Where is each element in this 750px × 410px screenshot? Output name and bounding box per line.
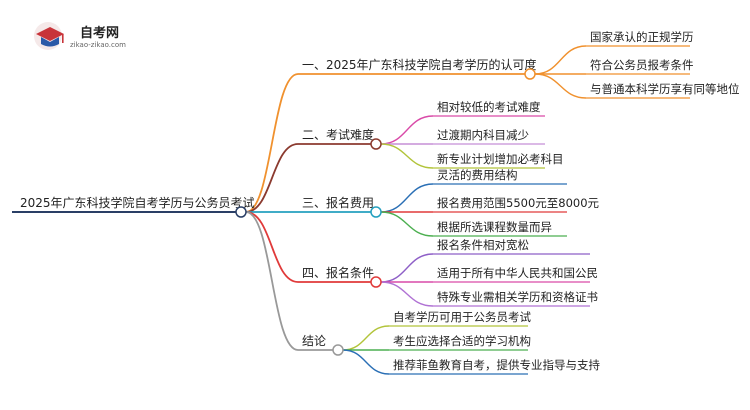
branch-1-child-2: 符合公务员报考条件 — [590, 58, 694, 72]
branch-2-child-2: 过渡期内科目减少 — [437, 128, 529, 142]
branch-2-child-3: 新专业计划增加必考科目 — [437, 152, 564, 166]
branch-2-child-1: 相对较低的考试难度 — [437, 100, 541, 114]
branch-1-collapse-handle[interactable] — [524, 68, 536, 80]
root-node-label: 2025年广东科技学院自考学历与公务员考试 — [20, 195, 255, 210]
branch-5-collapse-handle[interactable] — [332, 344, 344, 356]
branch-4-collapse-handle[interactable] — [370, 276, 382, 288]
connector-line — [380, 281, 434, 307]
branch-3-collapse-handle[interactable] — [370, 206, 382, 218]
connector-line — [380, 253, 434, 283]
branch-1-child-3: 与普通本科学历享有同等地位 — [590, 82, 740, 96]
branch-1-label: 一、2025年广东科技学院自考学历的认可度 — [302, 57, 537, 72]
node-labels: 2025年广东科技学院自考学历与公务员考试 一、2025年广东科技学院自考学历的认… — [20, 30, 740, 372]
connector-line — [245, 73, 299, 213]
branch-3-child-1: 灵活的费用结构 — [437, 168, 518, 182]
connector-line — [380, 211, 434, 237]
connector-line — [380, 115, 434, 145]
branch-3-label: 三、报名费用 — [302, 195, 374, 210]
connector-line — [380, 143, 434, 169]
branch-2-collapse-handle[interactable] — [370, 138, 382, 150]
branch-5-child-1: 自考学历可用于公务员考试 — [393, 310, 531, 324]
branch-3-child-3: 根据所选课程数量而异 — [437, 220, 552, 234]
logo: 自考网 zikao-zikao.com — [34, 22, 126, 50]
branch-5-child-2: 考生应选择合适的学习机构 — [393, 334, 531, 348]
branch-3-child-2: 报名费用范围5500元至8000元 — [437, 196, 600, 210]
connectors — [12, 45, 690, 375]
graduation-cap-icon — [34, 22, 64, 50]
connector-line — [342, 349, 390, 375]
connector-line — [245, 211, 299, 283]
connector-line — [342, 325, 390, 351]
connector-line — [245, 211, 299, 351]
connector-line — [534, 73, 587, 99]
connector-line — [380, 183, 434, 213]
branch-4-child-2: 适用于所有中华人民共和国公民 — [437, 266, 598, 280]
branch-4-label: 四、报名条件 — [302, 265, 374, 280]
logo-url: zikao-zikao.com — [70, 41, 126, 49]
branch-5-label: 结论 — [302, 334, 326, 348]
branch-4-child-1: 报名条件相对宽松 — [437, 238, 529, 252]
root-collapse-handle[interactable] — [235, 206, 247, 218]
branch-1-child-1: 国家承认的正规学历 — [590, 30, 694, 44]
branch-4-child-3: 特殊专业需相关学历和资格证书 — [437, 290, 598, 304]
logo-name: 自考网 — [80, 25, 119, 41]
branch-5-child-3: 推荐菲鱼教育自考，提供专业指导与支持 — [393, 358, 600, 372]
connector-line — [245, 143, 299, 213]
connector-line — [534, 45, 587, 75]
branch-2-label: 二、考试难度 — [302, 127, 374, 142]
